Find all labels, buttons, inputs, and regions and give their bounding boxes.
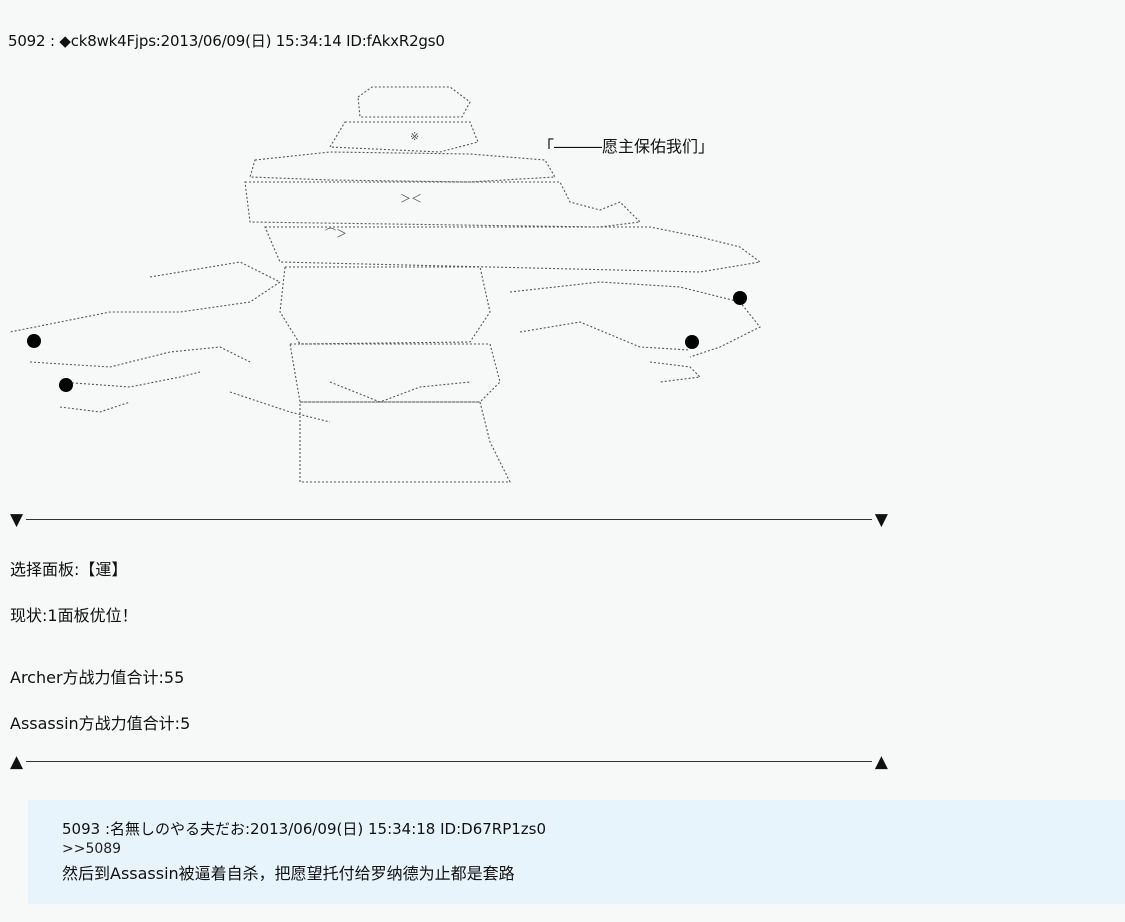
triangle-up-icon: ▲ <box>10 752 24 772</box>
divider-line <box>26 519 872 520</box>
speech-text: 「―――愿主保佑我们」 <box>538 137 715 156</box>
status-line: 现状:1面板优位！ <box>10 606 138 625</box>
divider-bottom: ▲ ▲ <box>10 752 888 772</box>
triangle-up-icon: ▲ <box>874 752 888 772</box>
reply-header: 5093 :名無しのやる夫だお:2013/06/09(日) 15:34:18 I… <box>62 820 547 838</box>
svg-text:※: ※ <box>410 130 419 143</box>
assassin-power-total: Assassin方战力值合计:5 <box>10 714 191 733</box>
triangle-down-icon: ▼ <box>874 510 888 530</box>
archer-power-total: Archer方战力值合计:55 <box>10 668 185 687</box>
reply-post: 5093 :名無しのやる夫だお:2013/06/09(日) 15:34:18 I… <box>28 800 1125 904</box>
reply-quote-link[interactable]: >>5089 <box>62 841 122 857</box>
reply-text: 然后到Assassin被逼着自杀，把愿望托付给罗纳德为止都是套路 <box>62 864 515 883</box>
triangle-down-icon: ▼ <box>10 510 24 530</box>
post-header: 5092 : ◆ck8wk4Fjps:2013/06/09(日) 15:34:1… <box>8 32 445 50</box>
divider-top: ▼ ▼ <box>10 510 888 530</box>
divider-line <box>26 761 872 762</box>
svg-text:＞＜: ＞＜ <box>400 192 422 205</box>
svg-text:⌒＞: ⌒＞ <box>325 227 347 240</box>
ascii-art-illustration: ※ ＞＜ ⌒＞ <box>9 86 762 483</box>
panel-selection: 选择面板:【運】 <box>10 560 128 579</box>
